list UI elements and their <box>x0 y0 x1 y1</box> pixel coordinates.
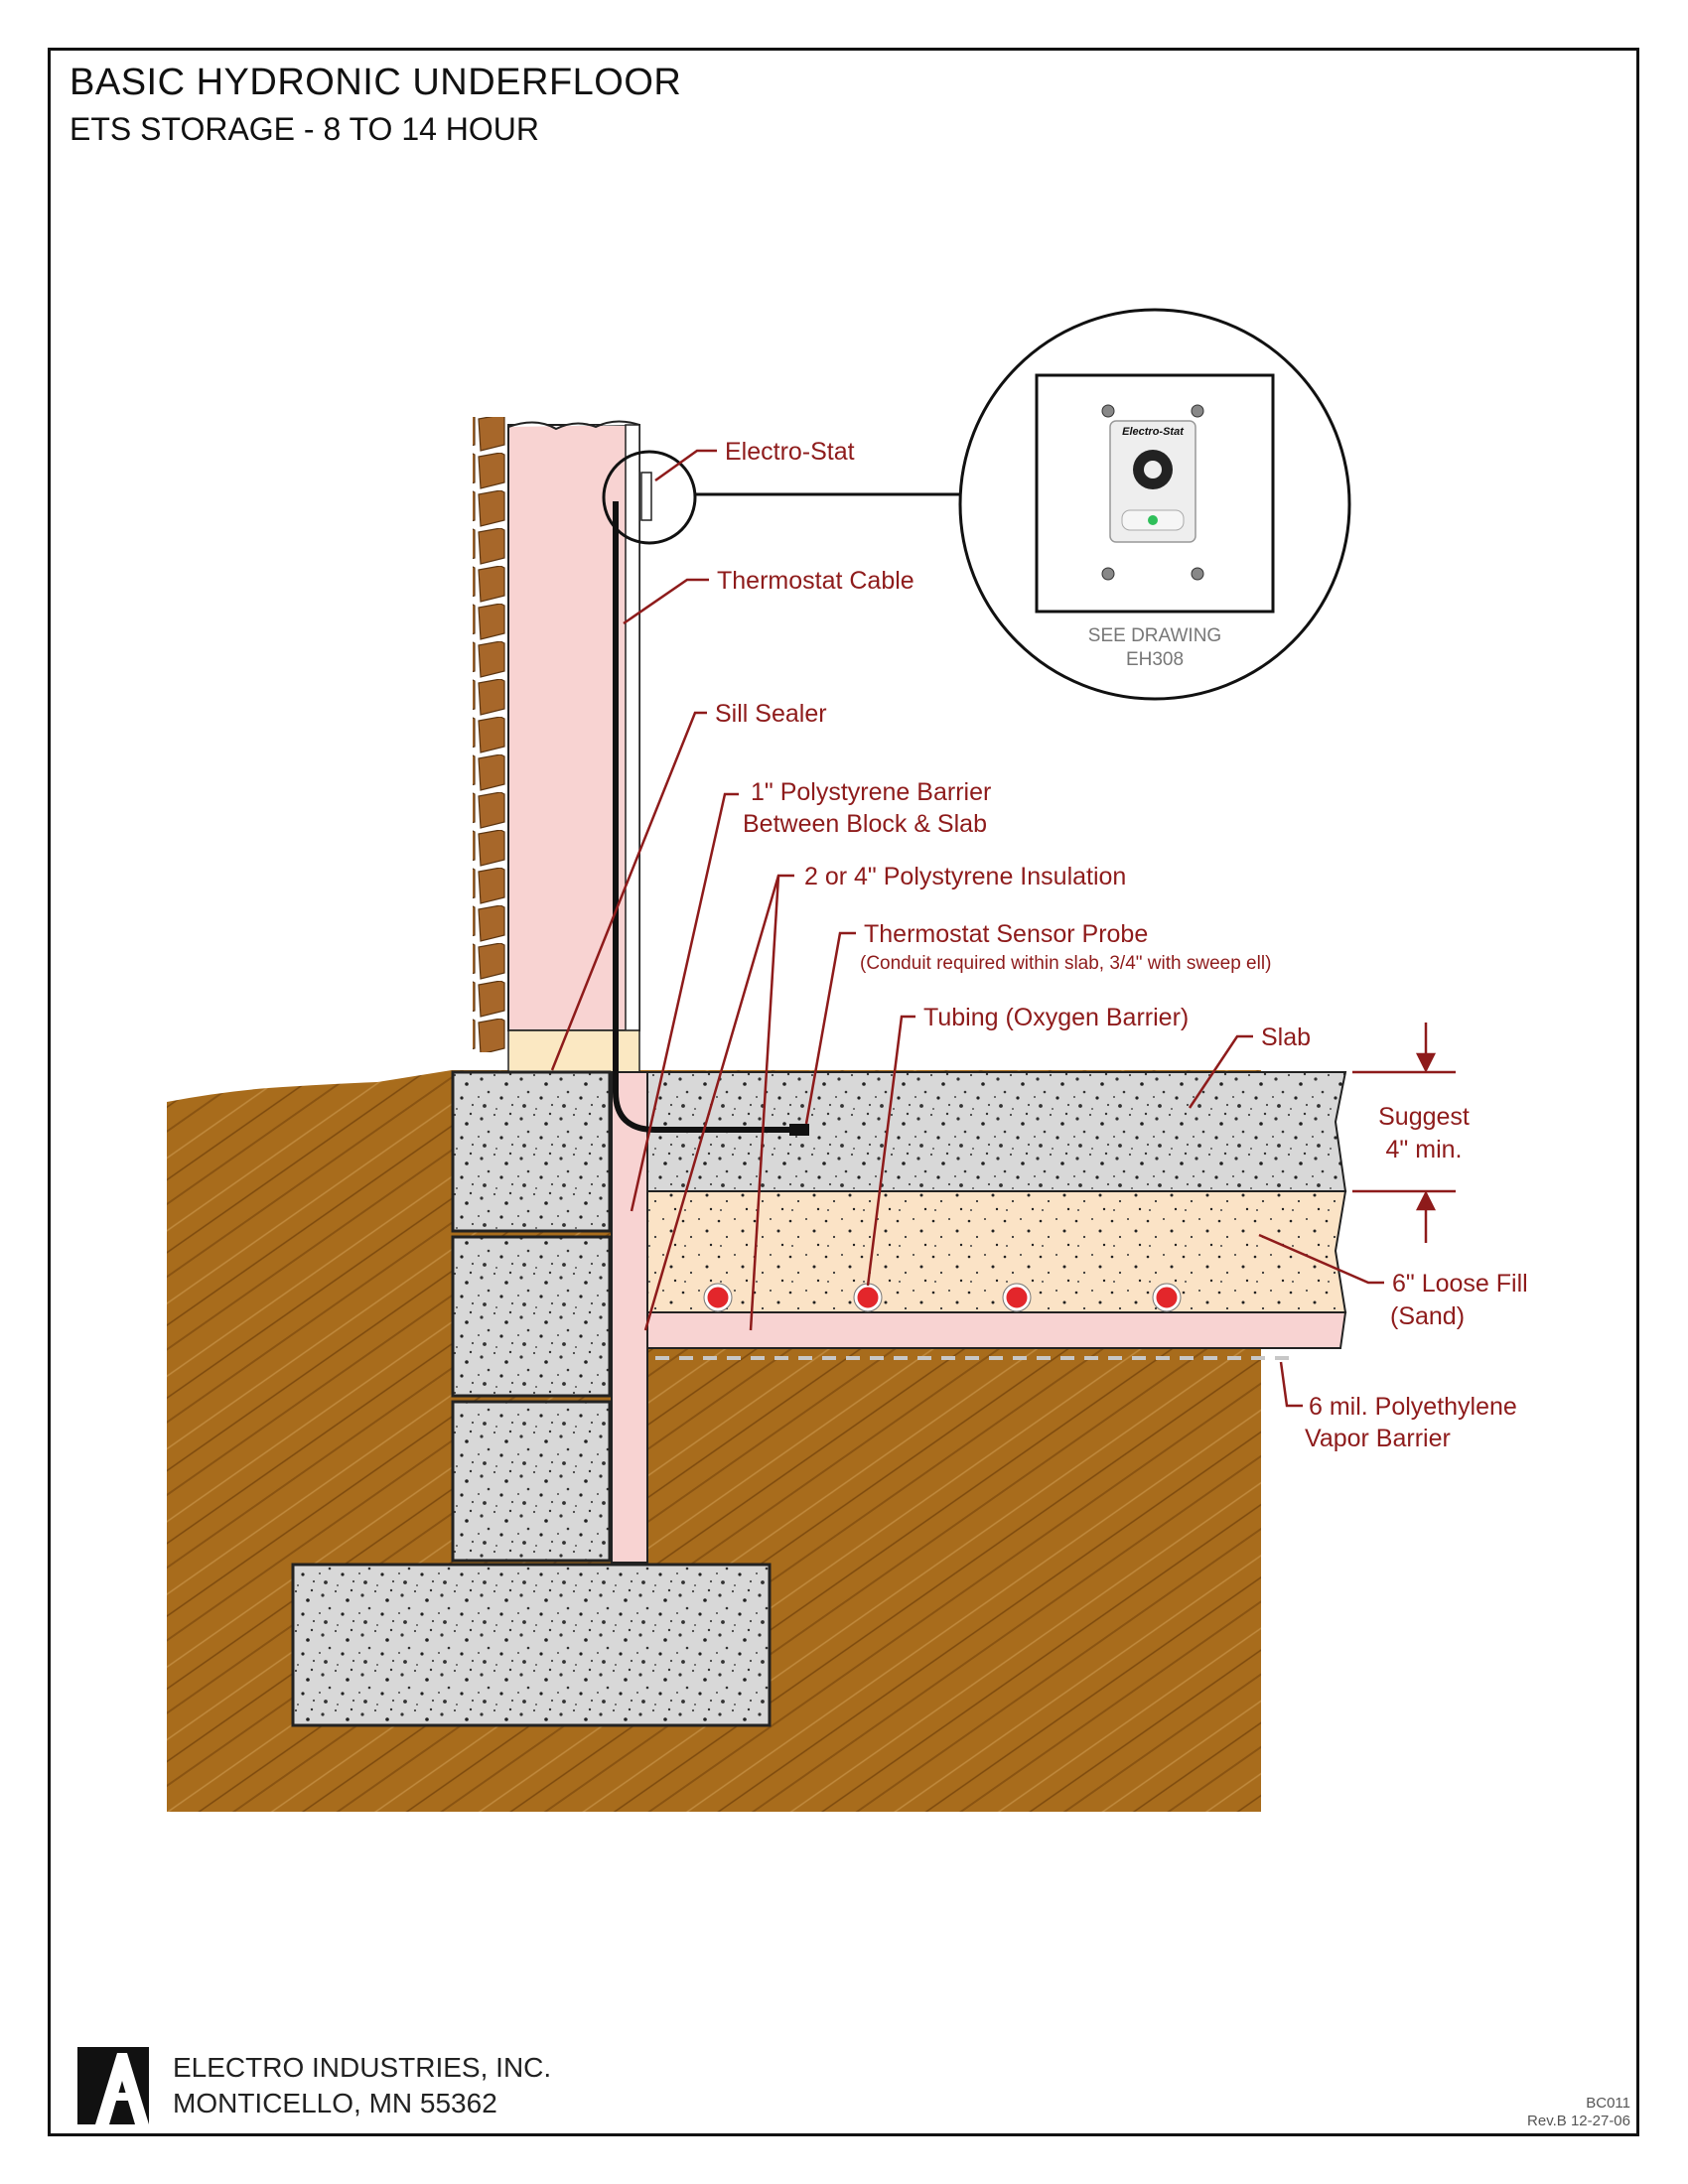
sill-plate <box>507 1029 640 1073</box>
lap-siding <box>473 417 506 1052</box>
see-drawing-label: SEE DRAWING <box>1088 625 1221 646</box>
document-id: BC011 Rev.B 12-27-06 <box>1527 2095 1630 2130</box>
sand-loose-fill <box>646 1190 1347 1313</box>
label-loose-fill-1: 6" Loose Fill <box>1392 1270 1528 1297</box>
label-loose-fill-2: (Sand) <box>1390 1302 1465 1330</box>
label-vapor-barrier-1: 6 mil. Polyethylene <box>1309 1393 1517 1421</box>
leader-polystyrene-barrier <box>630 792 739 1212</box>
dim-arrow-up <box>1415 1190 1437 1211</box>
sensor-probe-tip <box>789 1124 809 1136</box>
drawing-title: BASIC HYDRONIC UNDERFLOOR <box>70 62 682 103</box>
polystyrene-insulation <box>646 1311 1347 1349</box>
tube <box>1003 1284 1031 1311</box>
dim-arrow-down <box>1415 1052 1437 1073</box>
label-suggest-2: 4" min. <box>1386 1136 1463 1163</box>
leader-sensor-probe <box>804 931 856 1125</box>
leader-vapor-barrier <box>1279 1361 1303 1408</box>
tube <box>1153 1284 1181 1311</box>
foundation-block-bottom <box>451 1400 612 1563</box>
thermostat-led <box>1148 515 1158 525</box>
label-electro-stat: Electro-Stat <box>725 438 855 466</box>
footing <box>291 1563 772 1727</box>
drawing-border <box>48 48 1639 2136</box>
tube <box>854 1284 882 1311</box>
leader-insulation-b <box>749 875 780 1331</box>
leader-slab <box>1188 1034 1253 1109</box>
label-vapor-barrier-2: Vapor Barrier <box>1305 1425 1451 1452</box>
label-sensor-probe-note: (Conduit required within slab, 3/4" with… <box>860 953 1271 974</box>
doc-revision: Rev.B 12-27-06 <box>1527 2113 1630 2129</box>
label-polystyrene-barrier-2: Between Block & Slab <box>743 810 987 838</box>
polystyrene-barrier <box>611 1071 648 1564</box>
doc-number: BC011 <box>1586 2095 1630 2112</box>
company-address: ELECTRO INDUSTRIES, INC. MONTICELLO, MN … <box>173 2050 551 2121</box>
thermostat-brand: Electro-Stat <box>1122 426 1185 438</box>
drawing-subtitle: ETS STORAGE - 8 TO 14 HOUR <box>70 111 540 147</box>
label-polystyrene-barrier-1: 1" Polystyrene Barrier <box>751 778 991 806</box>
label-sill-sealer: Sill Sealer <box>715 700 827 728</box>
foundation-block-middle <box>451 1235 612 1398</box>
detail-circle-small <box>602 450 697 545</box>
label-suggest-1: Suggest <box>1378 1103 1470 1131</box>
thermostat-plate <box>1035 373 1275 614</box>
label-polystyrene-insulation: 2 or 4" Polystyrene Insulation <box>804 863 1126 890</box>
see-drawing-number: EH308 <box>1126 649 1184 670</box>
leader-electro-stat <box>654 449 717 482</box>
label-sensor-probe: Thermostat Sensor Probe <box>864 920 1148 948</box>
label-tubing: Tubing (Oxygen Barrier) <box>923 1004 1189 1031</box>
leader-tubing <box>866 1015 915 1287</box>
company-city: MONTICELLO, MN 55362 <box>173 2088 497 2118</box>
label-slab: Slab <box>1261 1024 1311 1051</box>
label-thermostat-cable: Thermostat Cable <box>717 567 914 595</box>
tube <box>704 1284 732 1311</box>
drywall <box>625 424 640 1031</box>
concrete-slab <box>646 1071 1347 1192</box>
wall-framing <box>507 424 640 1031</box>
company-name: ELECTRO INDUSTRIES, INC. <box>173 2052 552 2083</box>
foundation-block-top <box>451 1070 612 1233</box>
thermostat-cable <box>613 501 789 1133</box>
leader-loose-fill <box>1258 1233 1384 1285</box>
leader-sill-sealer <box>550 711 707 1071</box>
electro-stat-box <box>640 472 652 521</box>
company-logo <box>66 2047 149 2124</box>
leader-thermostat-cable <box>623 578 709 625</box>
